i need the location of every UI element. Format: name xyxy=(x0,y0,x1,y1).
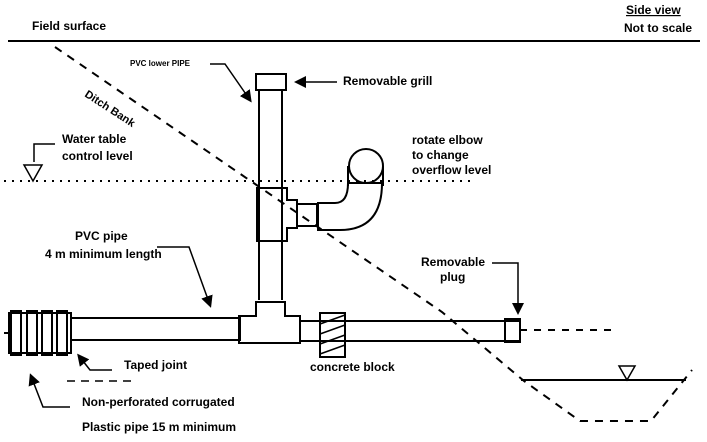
pvc-pipe-label-1: PVC pipe xyxy=(75,229,128,243)
taped-joint-label: Taped joint xyxy=(124,358,187,372)
water-table-label-2: control level xyxy=(62,149,133,163)
ditch-bank-line xyxy=(54,46,693,422)
water-table-leader xyxy=(33,143,55,162)
concrete-block xyxy=(319,312,346,358)
upper-tee-fitting xyxy=(256,187,298,242)
rotating-elbow xyxy=(317,182,384,231)
pvc-tower-pipe-label: PVC lower PIPE xyxy=(130,59,191,68)
lower-tee-fitting xyxy=(238,301,301,344)
corrugated-label-2: Plastic pipe 15 m minimum xyxy=(82,420,236,434)
field-surface-label: Field surface xyxy=(32,19,106,33)
pvc-pipe-arrow xyxy=(157,246,213,308)
removable-grill-cap xyxy=(255,73,287,91)
corrugated-label-1: Non-perforated corrugated xyxy=(82,395,235,409)
not-to-scale-label: Not to scale xyxy=(624,21,692,35)
pvc-pipe-label-2: 4 m minimum length xyxy=(45,247,162,261)
removable-plug-label-1: Removable xyxy=(421,255,485,269)
removable-plug xyxy=(504,318,521,343)
water-level-icon xyxy=(22,164,44,183)
side-view-label: Side view xyxy=(626,3,681,17)
water-table-label-1: Water table xyxy=(62,132,127,146)
pvc-tower-pipe-arrow xyxy=(210,63,252,103)
removable-grill-label: Removable grill xyxy=(343,74,432,88)
removable-plug-label-2: plug xyxy=(440,270,465,284)
removable-plug-arrow xyxy=(492,262,524,315)
taped-joint-arrow xyxy=(77,353,112,371)
short-nipple xyxy=(296,203,318,227)
ditch-water-level-icon xyxy=(617,365,637,382)
horizontal-pvc-pipe xyxy=(70,317,241,341)
concrete-block-label: concrete block xyxy=(310,360,395,374)
rotate-elbow-label-3: overflow level xyxy=(412,163,491,177)
outlet-pipe xyxy=(299,320,521,342)
corrugated-pipe xyxy=(4,310,72,356)
ditch-bank-label: Ditch Bank xyxy=(82,88,137,130)
rotate-elbow-label-1: rotate elbow xyxy=(412,133,483,147)
corrugated-arrow xyxy=(28,373,70,408)
rotate-elbow-label-2: to change xyxy=(412,148,469,162)
elbow-opening xyxy=(348,148,384,184)
